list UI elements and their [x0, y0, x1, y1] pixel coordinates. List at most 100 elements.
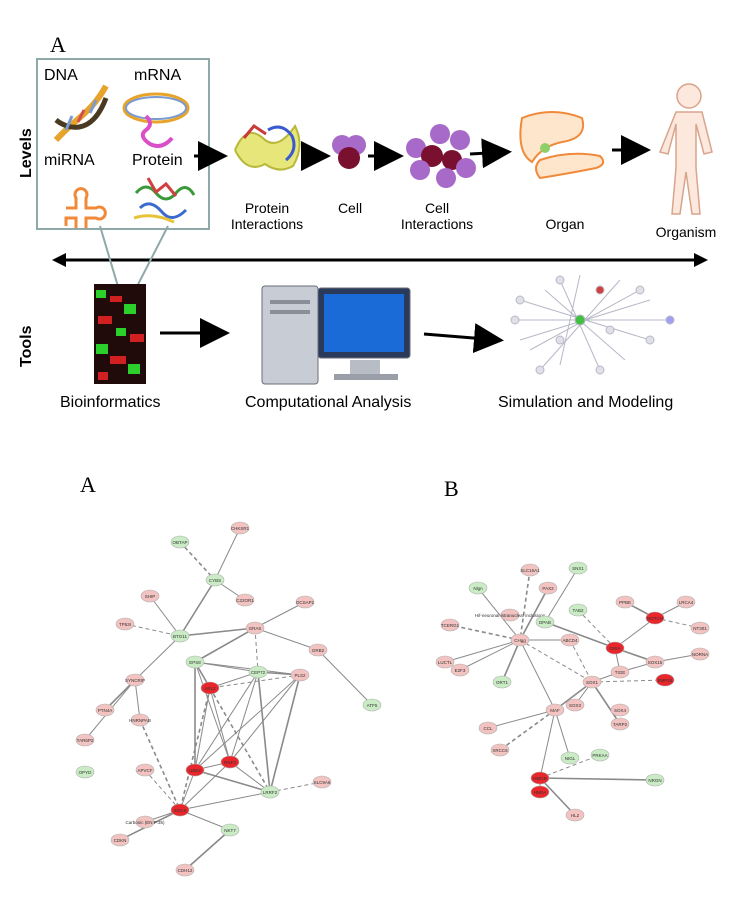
network-a-edge — [229, 671, 259, 763]
network-b-node — [655, 673, 675, 687]
network-b-node-label: CHgg — [514, 638, 526, 643]
network-b-node-label: TAB2 — [573, 608, 584, 613]
network-b-edge — [554, 709, 571, 759]
network-b-node-label: SOX15 — [648, 660, 663, 665]
organ-icon — [519, 111, 605, 180]
network-a-node — [248, 665, 268, 679]
label-dna: DNA — [44, 67, 78, 84]
label-mrna: mRNA — [134, 67, 182, 84]
network-b-node-label: SOX4 — [614, 708, 627, 713]
network-b-node — [690, 621, 710, 635]
cell-interactions-icon — [406, 124, 476, 188]
network-b-edge — [501, 639, 521, 683]
levels-flow-graphic — [52, 83, 713, 385]
network-a-edge — [194, 687, 211, 771]
network-a-node-label: ARL2 — [204, 686, 216, 691]
network-b-node-label: TCERG1 — [441, 623, 460, 628]
network-a-node — [220, 755, 240, 769]
label-protein: Protein — [132, 152, 183, 169]
network-a-node-label: C22OR1 — [236, 598, 254, 603]
simulation-network-icon — [510, 274, 675, 375]
network-a-node — [115, 617, 135, 631]
network-b-node — [450, 663, 470, 677]
network-a-node-label: APVCF — [137, 768, 152, 773]
network-a-node-label: TP53I — [119, 622, 131, 627]
network-b-edge — [477, 587, 521, 641]
network-b-node — [605, 641, 625, 655]
network-a-edge — [149, 595, 181, 637]
network-a-node — [220, 823, 240, 837]
network-b-node-label: TARP2 — [613, 722, 628, 727]
network-b-node-label: XRCC6 — [492, 748, 508, 753]
network-b-node-label: E2F3 — [455, 668, 466, 673]
network-b-node-label: SOX1 — [586, 680, 599, 685]
network-a-edge — [194, 627, 256, 663]
network-b-edge — [519, 569, 531, 641]
network-a-node — [185, 655, 205, 669]
network-a-node — [170, 535, 190, 549]
network-b-edge — [569, 639, 593, 683]
network-a-node-label: CHKSR1 — [231, 526, 250, 531]
network-a-node — [230, 521, 250, 535]
network-a-node — [245, 621, 265, 635]
network-b-node-label: PPBE — [619, 600, 631, 605]
network-b-node-label: SOX3 — [569, 703, 582, 708]
network-b-node-label: NOTCH — [647, 616, 663, 621]
network-a-edge — [254, 627, 319, 651]
network-b-node-label: NRGN — [648, 778, 661, 783]
network-a-node-label: TAR6P2 — [77, 738, 94, 743]
network-a-edge — [269, 674, 301, 793]
network-a-node — [135, 763, 155, 777]
network-a-node — [362, 698, 382, 712]
network-a-node-label: HNRNPAB — [129, 718, 151, 723]
network-a-edge — [254, 601, 306, 629]
network-a-node-label: RNF2 — [224, 760, 236, 765]
network-a-node-label: PTN4A — [98, 708, 113, 713]
network-b-edge — [591, 681, 621, 725]
network-b-node — [610, 665, 630, 679]
network-a-edge — [317, 649, 373, 706]
protein-interactions-icon — [234, 124, 301, 171]
network-b-node — [520, 563, 540, 577]
network-a-node-label: CEP72 — [251, 670, 266, 675]
network-b-node — [560, 633, 580, 647]
network-b-node — [676, 595, 696, 609]
network-b-edge — [499, 709, 556, 751]
network-b-node — [530, 771, 550, 785]
network-b-edge — [519, 587, 549, 641]
network-a-edge — [134, 635, 181, 681]
network-a-node — [125, 673, 145, 687]
network-b-node — [510, 633, 530, 647]
cell-icon — [332, 135, 366, 169]
network-b-edge — [577, 609, 616, 649]
dna-helix-icon — [53, 84, 109, 143]
network-a-edge — [209, 674, 301, 689]
network-a-node — [290, 668, 310, 682]
network-b-node — [565, 808, 585, 822]
molecular-illustrations — [53, 84, 196, 228]
network-b-node-label: BMP15 — [658, 678, 673, 683]
network-b-edge — [544, 621, 616, 649]
network-b-node-label: NIGL — [565, 756, 576, 761]
network-b-node-label: ABCD4 — [562, 638, 578, 643]
network-a-edge — [179, 809, 231, 831]
heatmap-icon — [94, 284, 146, 384]
network-b-node — [545, 703, 565, 717]
network-b-node-label: NT301 — [693, 626, 707, 631]
network-a-edge — [179, 791, 271, 811]
network-a-node — [170, 629, 190, 643]
network-b-node-label: LUCTL — [438, 660, 453, 665]
network-b-node-label: GRIA — [609, 646, 620, 651]
network-a-node — [312, 775, 332, 789]
network-b-node — [690, 647, 710, 661]
network-a-node — [170, 803, 190, 817]
network-b-edge — [449, 624, 521, 641]
network-a-node-label: Carbonic (EN P:35) — [125, 820, 165, 825]
network-b-node-label: LRCA4 — [679, 600, 694, 605]
network-b-node — [610, 717, 630, 731]
network-a-node — [110, 833, 130, 847]
network-a-node-label: OPYD — [79, 770, 93, 775]
network-a-edge — [254, 627, 259, 673]
network-b-node-label: HMGB — [533, 776, 547, 781]
network-b-node — [645, 655, 665, 669]
